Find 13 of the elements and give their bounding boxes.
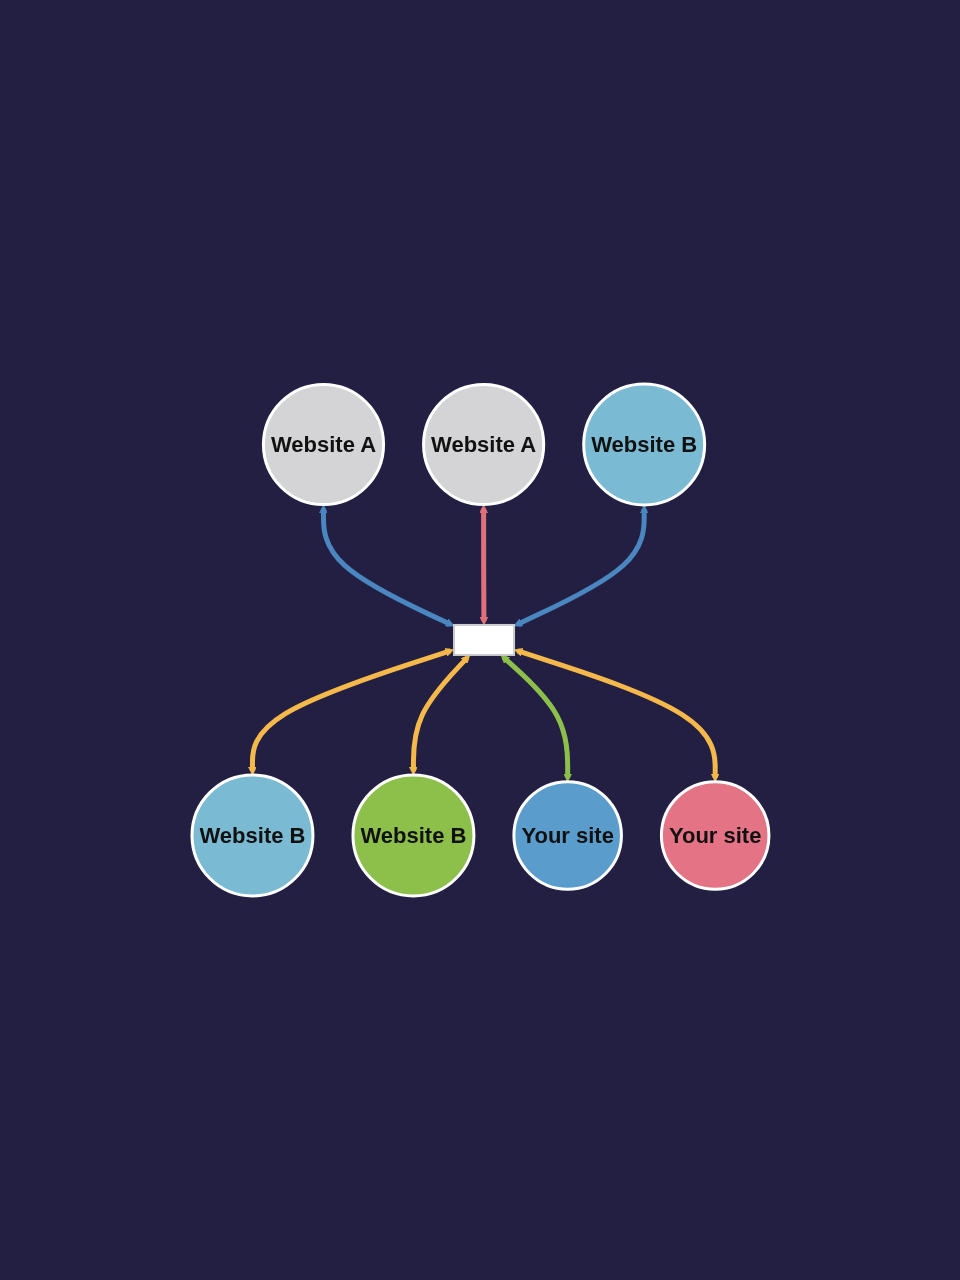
node-circle: Website B (351, 773, 475, 898)
arrow (408, 654, 470, 776)
arrow (318, 504, 454, 627)
node-circle: Your site (511, 780, 623, 891)
node-circle: Website B (581, 382, 706, 507)
node-circle: Website A (421, 382, 545, 507)
node-circle: Your site (659, 780, 770, 891)
node-circle: Website A (261, 382, 385, 507)
arrow (513, 505, 649, 627)
node-circle: Website B (190, 773, 314, 898)
arrow (478, 504, 488, 626)
arrow (247, 648, 454, 776)
node-box (452, 624, 515, 656)
